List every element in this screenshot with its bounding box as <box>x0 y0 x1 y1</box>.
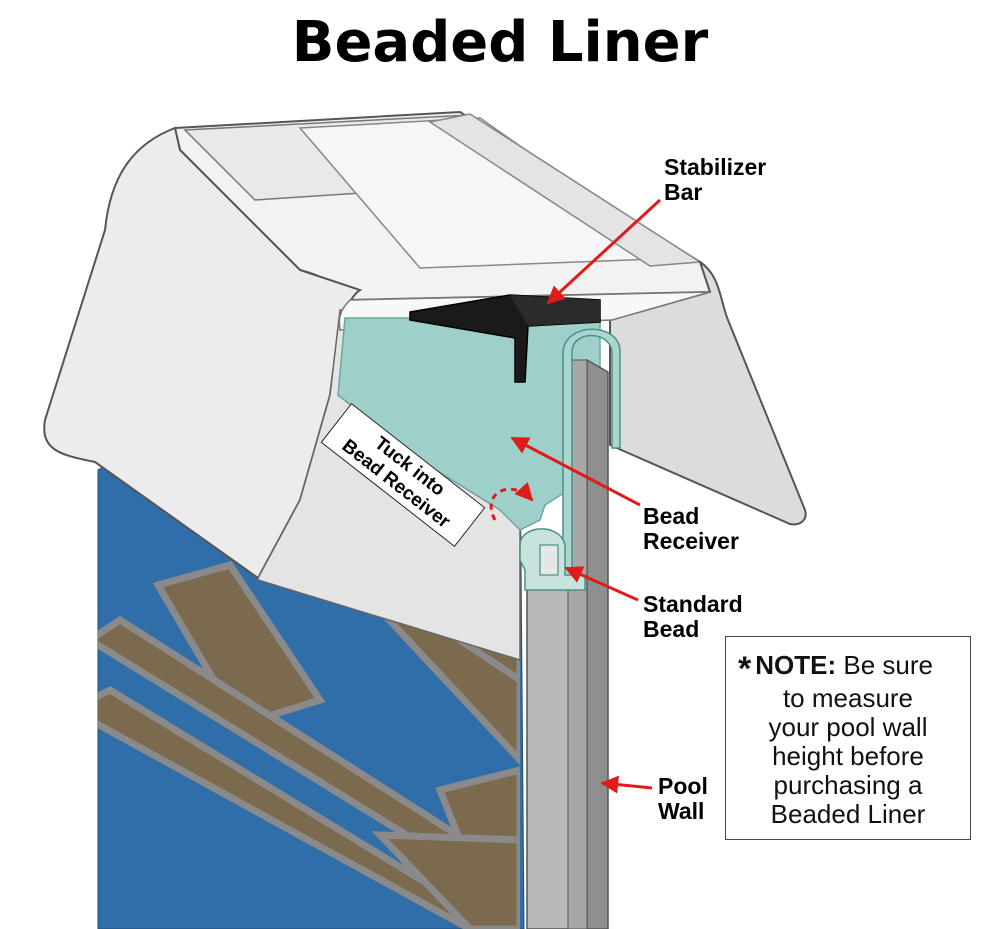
standard-bead-arrow <box>564 566 639 602</box>
note-first-line-text: Be sure <box>836 650 933 680</box>
liner-tile-pattern <box>98 516 520 929</box>
stabilizer-bar <box>409 294 601 383</box>
pool-wall-arrow <box>600 775 653 794</box>
standard-bead-label-line2: Bead <box>643 616 700 642</box>
note-box: *NOTE: Be sure to measure your pool wall… <box>725 636 971 840</box>
asterisk-icon: * <box>738 650 752 688</box>
note-line-5: purchasing a <box>773 770 923 800</box>
bead-receiver-label-line2: Receiver <box>643 528 739 554</box>
standard-bead <box>519 528 586 591</box>
pool-wall-label-line1: Pool <box>658 773 708 799</box>
standard-bead-label-line1: Standard <box>643 591 743 617</box>
bead-receiver-channel <box>562 328 621 581</box>
note-line-3: your pool wall <box>768 712 928 742</box>
bead-receiver-label: Bead Receiver <box>643 504 739 554</box>
note-line-6: Beaded Liner <box>770 799 926 829</box>
note-line-2: to measure <box>782 683 914 713</box>
bead-receiver-label-line1: Bead <box>643 503 700 529</box>
standard-bead-label: Standard Bead <box>643 592 743 642</box>
page-title: Beaded Liner <box>291 10 709 75</box>
note-line-4: height before <box>772 741 924 771</box>
stabilizer-bar-arrow <box>546 198 662 305</box>
stabilizer-bar-label-line2: Bar <box>664 179 703 205</box>
tuck-direction-arrow <box>489 481 534 521</box>
stabilizer-bar-label-line1: Stabilizer <box>664 154 767 180</box>
note-keyword: NOTE: <box>755 650 837 680</box>
bead-receiver-arrow <box>510 436 641 507</box>
stabilizer-bar-label: Stabilizer Bar <box>664 155 766 205</box>
pool-wall-label: Pool Wall <box>658 774 708 824</box>
pool-wall-label-line2: Wall <box>658 798 705 824</box>
note-first-line: *NOTE: Be sure <box>736 650 960 687</box>
